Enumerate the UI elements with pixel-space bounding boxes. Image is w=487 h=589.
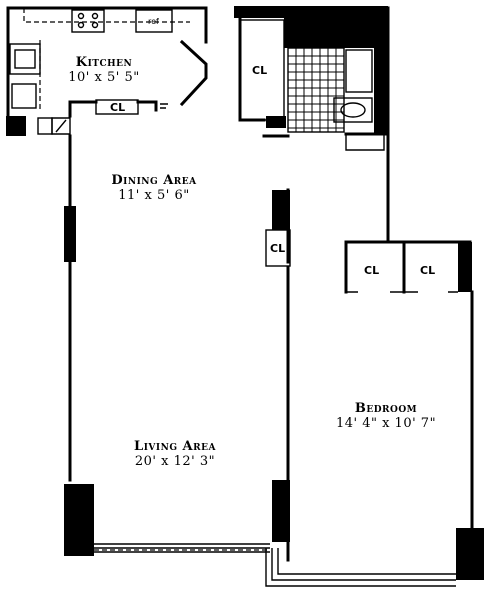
- kitchen-box: [37, 117, 53, 135]
- bedroom-dims: 14' 4" x 10' 7": [335, 415, 437, 431]
- column-left-mid: [64, 206, 76, 262]
- bath-lower-solid: [266, 116, 286, 128]
- living-name: Living Area: [134, 439, 216, 454]
- dining-dims: 11' x 5' 6": [118, 187, 190, 203]
- closet-label-hall: CL: [252, 64, 268, 77]
- dining-name: Dining Area: [111, 173, 197, 188]
- bath-top-solid: [284, 6, 388, 48]
- kitchen-name: Kitchen: [75, 55, 133, 70]
- closet-label-bedroom-right: CL: [420, 264, 436, 277]
- burner-icon: [77, 12, 85, 20]
- kitchen-counter-top: [23, 8, 190, 23]
- bath-right-solid: [374, 6, 388, 134]
- window-bedroom: [265, 548, 456, 587]
- dining-label: Dining Area 11' x 5' 6": [94, 173, 214, 204]
- column-left-bottom: [64, 484, 94, 556]
- closet-label-bedroom-left: CL: [364, 264, 380, 277]
- column-bed-right-top: [458, 242, 472, 292]
- bedroom-name: Bedroom: [354, 401, 418, 416]
- kitchen-box-2: [51, 117, 71, 135]
- closet-label-center: CL: [270, 242, 286, 255]
- column-center-bottom: [272, 480, 290, 542]
- column-kitchen-left: [6, 116, 26, 136]
- sink-basin: [14, 49, 36, 69]
- toilet-area: [345, 49, 373, 93]
- kitchen-label: Kitchen 10' x 5' 5": [44, 55, 164, 86]
- kitchen-top-wall: [6, 6, 208, 44]
- living-dims: 20' x 12' 3": [134, 453, 216, 469]
- column-center-top: [234, 6, 284, 18]
- bath-sink: [333, 97, 373, 123]
- small-fixture: [160, 103, 168, 109]
- burner-icon: [91, 21, 99, 29]
- bath-door: [345, 134, 385, 151]
- hall-closet: [239, 19, 285, 121]
- refrigerator: [135, 9, 173, 33]
- kitchen-closet: [95, 99, 139, 115]
- center-closet: [265, 229, 291, 267]
- stove: [71, 9, 105, 33]
- dishwasher: [11, 83, 37, 109]
- living-label: Living Area 20' x 12' 3": [110, 439, 240, 470]
- bath-sink-basin: [340, 102, 366, 118]
- tile-border: [287, 47, 345, 133]
- column-bed-right-bottom: [456, 528, 484, 580]
- window-bottom: [94, 543, 270, 553]
- kitchen-bottom-wall: [68, 100, 158, 118]
- kitchen-dims: 10' x 5' 5": [68, 69, 140, 85]
- ref-mark: ref: [148, 17, 159, 26]
- burner-icon: [91, 12, 99, 20]
- closet-label-kitchen: CL: [110, 101, 126, 114]
- bathtub-tile: [287, 47, 345, 133]
- kitchen-diagonal-wall: [179, 39, 208, 107]
- column-center-mid: [272, 190, 290, 230]
- bedroom-closet-wall: [344, 240, 472, 294]
- bedroom-label: Bedroom 14' 4" x 10' 7": [316, 401, 456, 432]
- burner-icon: [77, 21, 85, 29]
